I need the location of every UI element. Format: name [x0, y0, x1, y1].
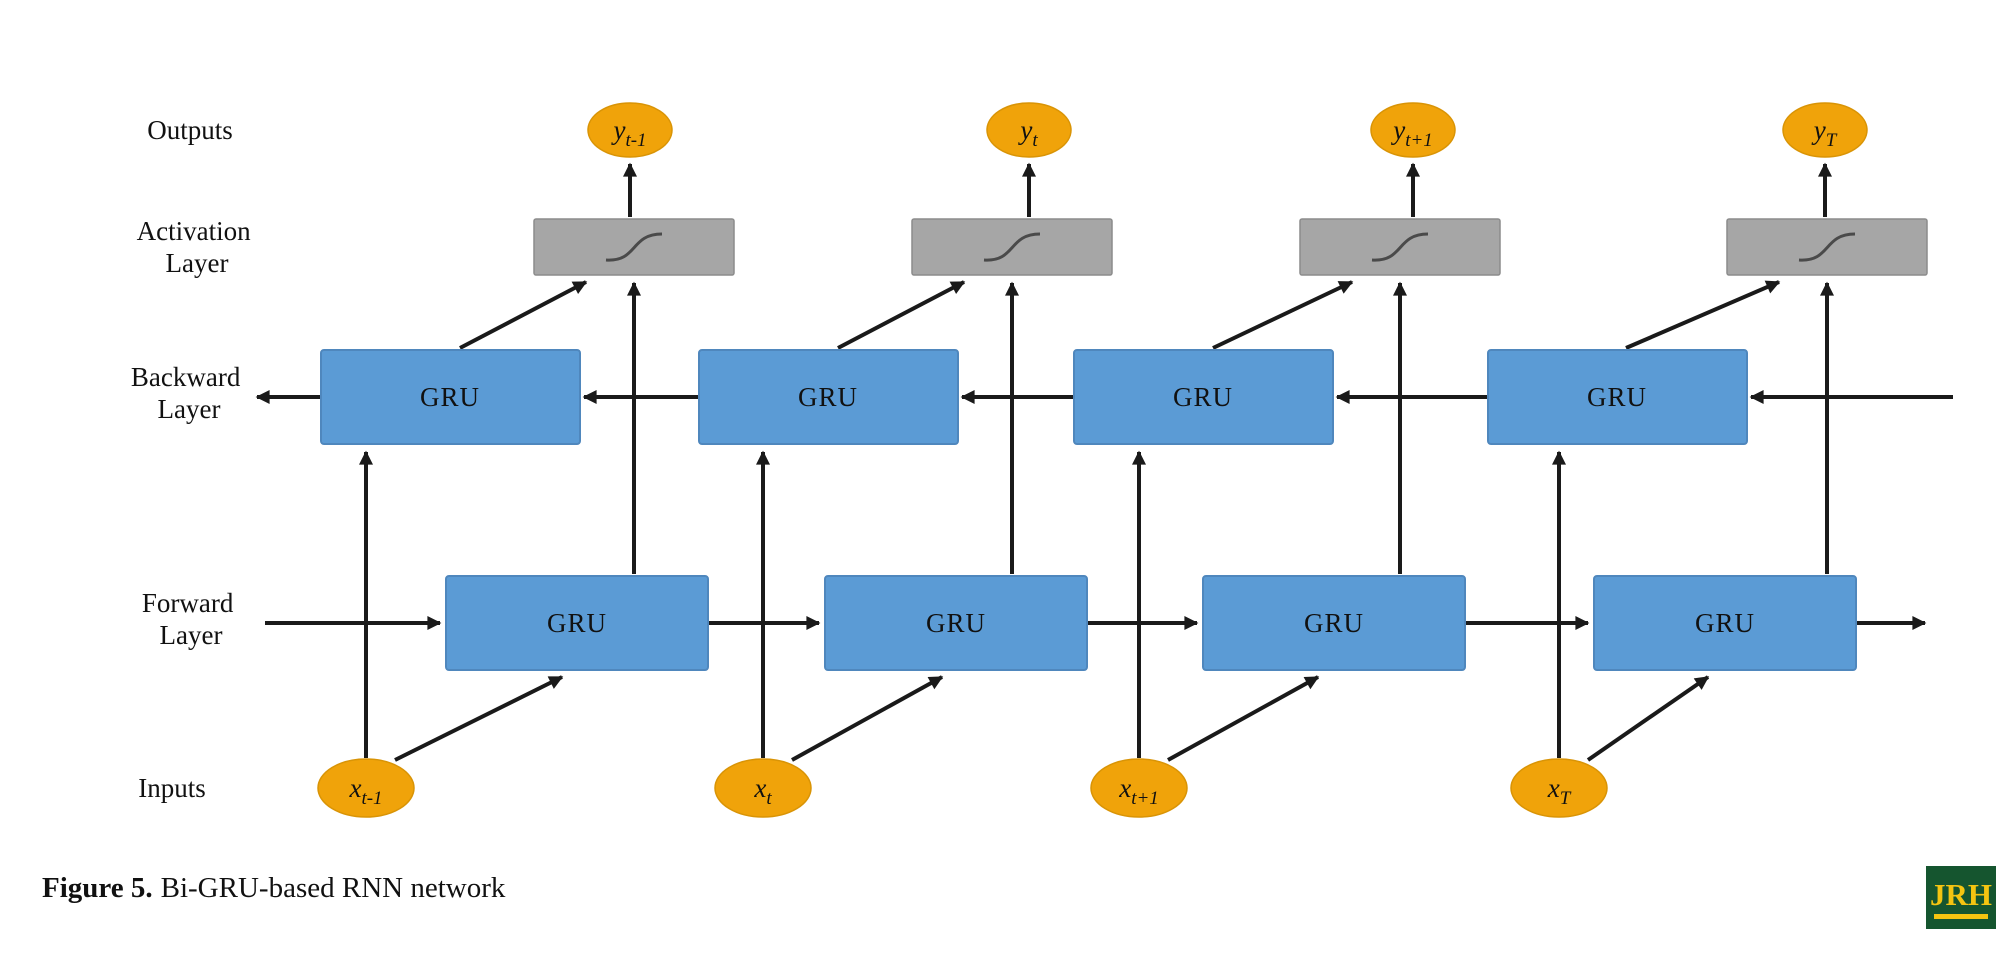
forward-gru-label: GRU [547, 608, 607, 638]
forward-gru-box [445, 575, 709, 671]
sigmoid-icon [1371, 232, 1429, 262]
arrow-backward-to-activation [1212, 280, 1354, 350]
forward-gru-box [1593, 575, 1857, 671]
jrh-logo-underline [1934, 913, 1988, 919]
arrow-backward-to-activation [459, 280, 588, 350]
sigmoid-icon [1798, 232, 1856, 262]
arrow-input-to-forward [394, 675, 564, 762]
backward-gru-label: GRU [798, 382, 858, 412]
output-label: yT [1811, 115, 1838, 151]
backward-gru-label: GRU [1587, 382, 1647, 412]
output-node [986, 102, 1072, 158]
row-label-outputs: Outputs [147, 115, 233, 145]
output-node [1370, 102, 1456, 158]
input-node [714, 758, 812, 818]
arrow-input-to-forward [1586, 675, 1710, 762]
backward-gru-box [320, 349, 581, 445]
column-t: GRU GRU yt xt [698, 102, 1113, 818]
arrow-input-to-forward [1167, 675, 1320, 762]
jrh-logo-text: JRH [1930, 876, 1992, 912]
row-label-activation-layer: Activation Layer [137, 216, 258, 278]
input-node [1510, 758, 1608, 818]
forward-gru-label: GRU [926, 608, 986, 638]
input-label: xt [753, 773, 772, 809]
input-node [1090, 758, 1188, 818]
figure-caption: Figure 5.Bi-GRU-based RNN network [42, 872, 505, 905]
backward-gru-label: GRU [1173, 382, 1233, 412]
backward-gru-label: GRU [420, 382, 480, 412]
forward-gru-label: GRU [1304, 608, 1364, 638]
sigmoid-icon [983, 232, 1041, 262]
output-node [1782, 102, 1868, 158]
output-node [587, 102, 673, 158]
output-label: yt-1 [610, 115, 646, 151]
arrow-backward-to-activation [1625, 280, 1781, 350]
row-label-forward-layer: Forward Layer [142, 588, 240, 650]
row-label-backward-layer: Backward Layer [131, 362, 247, 424]
input-node [317, 758, 415, 818]
column-T: GRU GRU yT xT [1487, 102, 1928, 818]
column-t-1: GRU GRU yt-1 xt-1 [317, 102, 735, 818]
arrow-backward-to-activation [837, 280, 966, 350]
sigmoid-icon [605, 232, 663, 262]
row-label-inputs: Inputs [138, 773, 206, 803]
backward-gru-box [698, 349, 959, 445]
input-label: xT [1547, 773, 1572, 809]
output-label: yt+1 [1390, 115, 1433, 151]
jrh-logo: JRH [1926, 866, 1996, 929]
backward-gru-box [1073, 349, 1334, 445]
backward-gru-box [1487, 349, 1748, 445]
input-label: xt+1 [1118, 773, 1159, 809]
forward-gru-label: GRU [1695, 608, 1755, 638]
input-label: xt-1 [348, 773, 382, 809]
forward-gru-box [824, 575, 1088, 671]
output-label: yt [1017, 115, 1038, 151]
arrow-input-to-forward [791, 675, 944, 762]
figure-caption-text: Bi-GRU-based RNN network [160, 872, 506, 904]
forward-gru-box [1202, 575, 1466, 671]
column-t-plus-1: GRU GRU yt+1 xt+1 [1073, 102, 1501, 818]
figure-caption-label: Figure 5. [42, 872, 153, 904]
